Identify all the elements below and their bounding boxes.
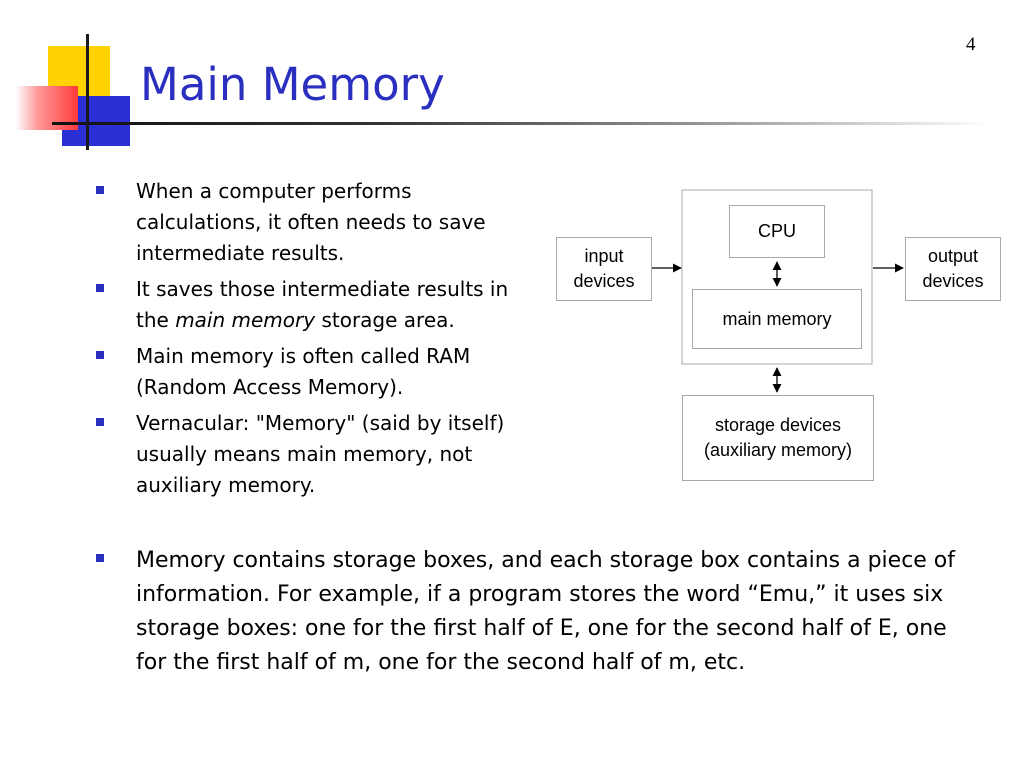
bullet-text: Memory contains storage boxes, and each … xyxy=(136,548,956,675)
output-devices-box: output devices xyxy=(905,237,1001,301)
square-bullet-icon xyxy=(96,554,104,562)
square-bullet-icon xyxy=(96,418,104,426)
bullet-item: It saves those intermediate results in t… xyxy=(96,274,536,336)
bullet-text: Vernacular: "Memory" (said by itself) us… xyxy=(136,411,505,497)
bullet-list: When a computer performs calculations, i… xyxy=(96,176,536,506)
bullet-text: When a computer performs calculations, i… xyxy=(136,179,486,265)
square-bullet-icon xyxy=(96,284,104,292)
bullet-text-before: It saves those intermediate results in t… xyxy=(136,277,509,332)
output-devices-label-line2: devices xyxy=(922,271,984,291)
title-underline-rule xyxy=(52,122,992,125)
input-devices-label-line2: devices xyxy=(573,271,635,291)
storage-devices-label-line2: (auxiliary memory) xyxy=(703,440,853,460)
cpu-box: CPU xyxy=(729,205,825,258)
input-devices-box: input devices xyxy=(556,237,652,301)
slide-title: Main Memory xyxy=(140,58,445,111)
square-bullet-icon xyxy=(96,351,104,359)
bullet-item: When a computer performs calculations, i… xyxy=(96,176,536,269)
bullet-item: Memory contains storage boxes, and each … xyxy=(96,544,976,680)
output-devices-label-line1: output xyxy=(927,246,979,266)
cpu-label: CPU xyxy=(757,221,796,241)
bullet-text-after: storage area. xyxy=(315,308,455,332)
main-memory-label: main memory xyxy=(722,308,832,329)
page-number: 4 xyxy=(966,34,976,55)
bottom-bullet-list: Memory contains storage boxes, and each … xyxy=(96,544,976,680)
title-vertical-rule xyxy=(86,34,89,150)
main-memory-box: main memory xyxy=(692,289,862,349)
square-bullet-icon xyxy=(96,186,104,194)
bullet-emphasis: main memory xyxy=(175,308,316,332)
bullet-item: Main memory is often called RAM (Random … xyxy=(96,341,536,403)
bullet-item: Vernacular: "Memory" (said by itself) us… xyxy=(96,408,536,501)
input-devices-label-line1: input xyxy=(584,246,624,266)
bullet-text: Main memory is often called RAM (Random … xyxy=(136,344,471,399)
storage-devices-box: storage devices (auxiliary memory) xyxy=(682,395,874,481)
computer-architecture-diagram: input devices CPU main memory output dev… xyxy=(540,180,1020,500)
storage-devices-label-line1: storage devices xyxy=(714,415,842,435)
